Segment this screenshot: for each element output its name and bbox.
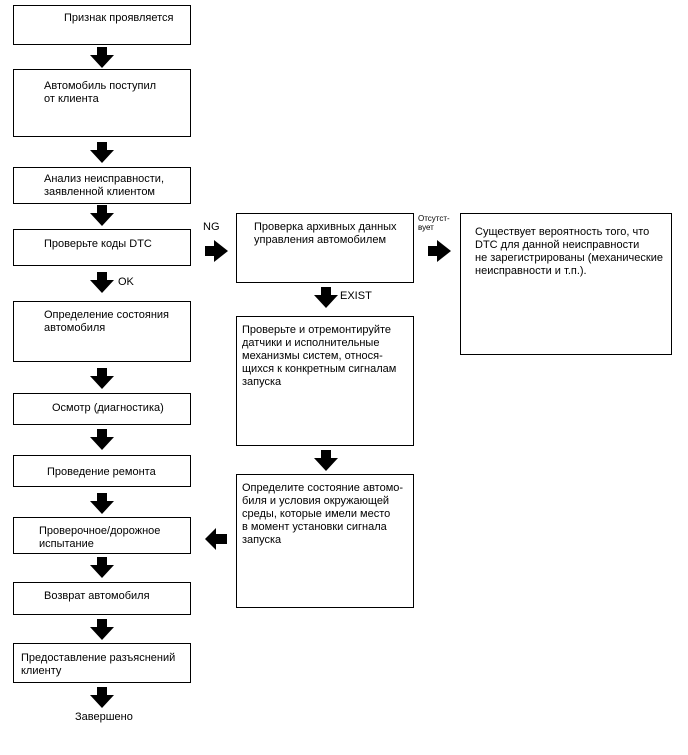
arrow-down-middle [314,450,338,471]
box-possibility-text: Существует вероятность того, что DTC для… [475,226,663,277]
label-ng: NG [203,221,220,233]
label-done: Завершено [75,711,133,723]
box-road-test: Проверочное/дорожное испытание [13,517,191,554]
arrow-down-2 [90,142,114,163]
box-analysis-text: Анализ неисправности, заявленной клиенто… [44,173,164,198]
arrow-down-8 [90,557,114,578]
arrow-down-10 [90,687,114,708]
box-determine-conditions: Определите состояние автомо- биля и усло… [236,474,414,608]
label-ok: OK [118,276,134,288]
box-condition-text: Определение состояния автомобиля [44,309,170,334]
box-analysis: Анализ неисправности, заявленной клиенто… [13,167,191,204]
box-condition: Определение состояния автомобиля [13,301,191,362]
box-road-test-text: Проверочное/дорожное испытание [39,525,161,550]
arrow-down-4 [90,272,114,293]
label-absent: Отсутст- вует [418,214,450,232]
label-exist: EXIST [340,290,372,302]
box-inspection: Осмотр (диагностика) [13,393,191,425]
box-check-dtc: Проверьте коды DTC [13,229,191,266]
box-explanation-text: Предоставление разъяснений клиенту [21,652,176,677]
box-return-vehicle: Возврат автомобиля [13,582,191,615]
box-repair-text: Проведение ремонта [47,466,156,478]
box-history-data: Проверка архивных данных управления авто… [236,213,414,283]
box-vehicle-received-text: Автомобиль поступил от клиента [44,80,157,105]
box-symptom: Признак проявляется [13,5,191,45]
box-symptom-text: Признак проявляется [64,12,174,24]
box-repair: Проведение ремонта [13,455,191,487]
arrow-down-5 [90,368,114,389]
arrow-down-exist [314,287,338,308]
box-check-dtc-text: Проверьте коды DTC [44,238,152,250]
box-history-data-text: Проверка архивных данных управления авто… [254,221,397,246]
box-return-vehicle-text: Возврат автомобиля [44,590,150,602]
box-explanation: Предоставление разъяснений клиенту [13,643,191,683]
arrow-down-3 [90,205,114,226]
box-possibility: Существует вероятность того, что DTC для… [460,213,672,355]
box-repair-sensors-text: Проверьте и отремонтируйте датчики и исп… [242,324,397,388]
box-vehicle-received: Автомобиль поступил от клиента [13,69,191,137]
arrow-right-ng [205,240,228,262]
arrow-down-7 [90,493,114,514]
arrow-down-9 [90,619,114,640]
arrow-down-1 [90,47,114,68]
arrow-left-to-road-test [205,528,227,550]
box-determine-conditions-text: Определите состояние автомо- биля и усло… [242,482,404,546]
arrow-down-6 [90,429,114,450]
box-repair-sensors: Проверьте и отремонтируйте датчики и исп… [236,316,414,446]
arrow-right-absent [428,240,451,262]
box-inspection-text: Осмотр (диагностика) [52,402,164,414]
